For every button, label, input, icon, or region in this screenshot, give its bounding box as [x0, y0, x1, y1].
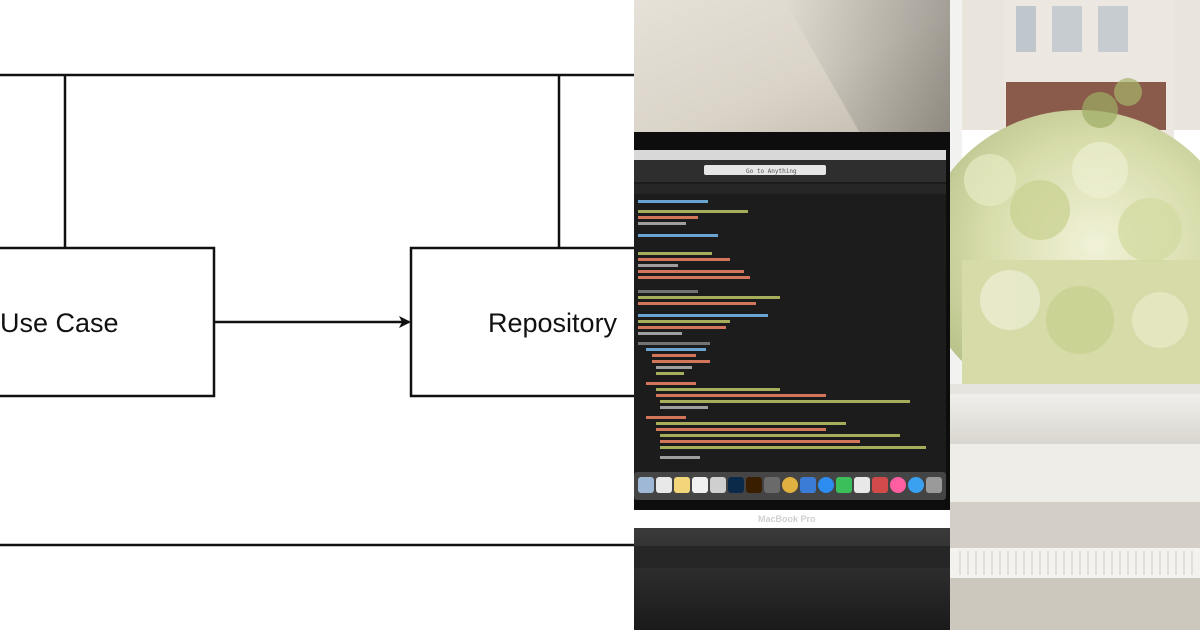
window-photo-canvas [950, 0, 1200, 630]
window-sash-bottom [950, 384, 1200, 394]
search-field [704, 165, 826, 175]
architecture-diagram: Use Case Repository [0, 73, 634, 547]
window-sill [950, 394, 1200, 444]
wall-bottom [950, 578, 1200, 630]
bush-foliage [964, 78, 1188, 354]
laptop-brand-label: MacBook Pro [758, 514, 816, 524]
use-case-label: Use Case [0, 308, 119, 338]
wall-shadow [784, 0, 950, 140]
screen-menu-bar [634, 150, 946, 160]
laptop-base [634, 528, 950, 630]
house-window-3 [1098, 6, 1128, 52]
editor-breadcrumb-bar [634, 184, 946, 194]
laptop-photo-canvas: Go to Anything [634, 0, 950, 630]
use-case-box [0, 246, 216, 398]
house-window-1 [1016, 6, 1036, 52]
dock-icons [638, 477, 942, 493]
repository-label: Repository [488, 308, 618, 338]
repository-box [409, 246, 634, 398]
radiator [950, 548, 1200, 578]
window-view-photo [950, 0, 1200, 630]
keyboard-area [634, 546, 950, 568]
diagram-canvas: Use Case Repository [0, 73, 634, 547]
code-lines [638, 200, 926, 459]
house-window-2 [1052, 6, 1082, 52]
radiator-fins [959, 551, 1193, 575]
search-field-text: Go to Anything [746, 168, 797, 175]
wall-below-window [950, 502, 1200, 548]
laptop-code-photo: Go to Anything [634, 0, 950, 630]
window-ledge [950, 444, 1200, 502]
